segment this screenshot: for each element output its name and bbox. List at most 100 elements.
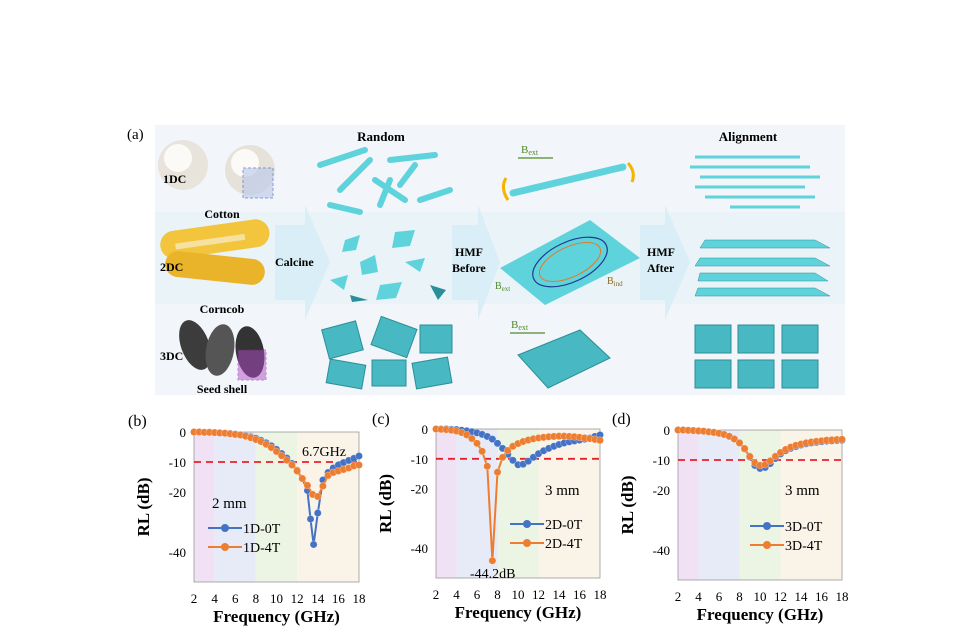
data-point-3D-4T (745, 452, 754, 461)
aligned-rods-1d (690, 155, 820, 209)
x-tick-label: 10 (512, 587, 525, 602)
y-tick-label: 0 (180, 425, 187, 440)
y-tick-label: -40 (653, 543, 670, 558)
data-point-1D-4T (293, 467, 302, 475)
induced-loop (538, 242, 602, 282)
x-tick-label: 14 (553, 587, 567, 602)
y-tick-label: -20 (169, 485, 186, 500)
b-ext-label-bottom: Bext (511, 319, 529, 332)
plot-frame (193, 431, 360, 583)
data-point-2D-0T (508, 456, 517, 465)
aligned-blocks-3d (694, 324, 819, 389)
data-point-1D-0T (355, 452, 363, 460)
x-tick-label: 8 (494, 587, 501, 602)
random-blocks-3d (321, 315, 453, 390)
x-tick-label: 6 (474, 587, 481, 602)
row1-name: Cotton (204, 207, 240, 221)
data-point-2D-4T (467, 434, 476, 443)
y-tick-label: 0 (422, 422, 429, 437)
x-tick-label: 14 (311, 591, 325, 606)
corncob-image (160, 219, 270, 285)
x-tick-label: 12 (532, 587, 545, 602)
rotation-arrow-icon (626, 162, 635, 183)
data-point-1D-0T (313, 509, 322, 517)
single-flake (500, 220, 640, 305)
thickness-label: 3 mm (785, 483, 820, 499)
data-point-2D-4T (462, 431, 471, 439)
single-rod (509, 163, 627, 197)
data-point-3D-4T (766, 456, 775, 465)
frequency-band (436, 429, 457, 578)
hmf-before-label-1: HMF (455, 245, 483, 259)
y-tick-label: -40 (169, 545, 186, 560)
random-flakes-2d (330, 230, 446, 302)
data-point-1D-4T (262, 440, 271, 449)
panel-label: (c) (372, 411, 390, 428)
thickness-label: 2 mm (212, 496, 247, 512)
seed-shell-image (179, 320, 267, 381)
data-point-3D-4T (740, 444, 749, 453)
x-tick-label: 4 (211, 591, 218, 606)
x-tick-label: 4 (695, 589, 702, 604)
frequency-band (780, 430, 842, 580)
legend-marker (221, 543, 229, 551)
x-tick-label: 18 (594, 587, 607, 602)
data-point-2D-4T (473, 439, 481, 448)
annotation-label: 6.7GHz (302, 445, 346, 460)
annotation-label: -44.2dB (470, 567, 516, 582)
legend-label: 1D-0T (243, 522, 281, 537)
cotton-image (158, 140, 275, 199)
x-tick-label: 12 (291, 591, 304, 606)
frequency-band (678, 430, 699, 580)
x-tick-label: 16 (332, 591, 346, 606)
rotation-arrow-icon (501, 177, 510, 201)
x-tick-label: 16 (815, 589, 829, 604)
calcine-arrow (275, 205, 330, 320)
x-axis-label: Frequency (GHz) (213, 607, 340, 626)
x-tick-label: 8 (253, 591, 260, 606)
x-axis-label: Frequency (GHz) (455, 603, 582, 622)
data-point-2D-4T (488, 556, 497, 565)
b-ext-label-mid: Bext (495, 281, 510, 293)
data-point-1D-0T (306, 515, 315, 523)
x-tick-label: 8 (736, 589, 743, 604)
plot-frame (677, 429, 843, 581)
aligned-flakes-2d (694, 239, 831, 297)
eddy-current-loop (532, 236, 608, 288)
data-point-3D-4T (735, 438, 744, 447)
y-tick-label: 0 (664, 423, 671, 438)
hmf-after-arrow (640, 205, 690, 320)
data-point-3D-4T (838, 435, 846, 444)
y-tick-label: -10 (411, 452, 428, 467)
data-point-2D-4T (483, 462, 492, 471)
data-point-3D-4T (771, 452, 780, 461)
data-point-2D-4T (478, 447, 487, 456)
data-point-2D-0T (524, 457, 533, 466)
frequency-band (538, 429, 600, 578)
panel-label: (b) (128, 413, 147, 430)
data-point-2D-0T (493, 439, 502, 448)
legend-marker (221, 524, 229, 532)
legend-label: 3D-0T (785, 520, 823, 535)
data-point-1D-0T (309, 540, 318, 549)
x-tick-label: 6 (232, 591, 239, 606)
legend-label: 2D-0T (545, 518, 583, 533)
y-tick-label: -10 (653, 453, 670, 468)
x-tick-label: 10 (270, 591, 283, 606)
hmf-before-arrow (452, 205, 500, 320)
data-point-1D-4T (267, 443, 276, 452)
y-tick-label: -20 (653, 483, 670, 498)
panel-a-label: (a) (127, 127, 144, 143)
data-point-1D-4T (277, 451, 286, 460)
legend-marker (763, 541, 771, 549)
calcine-label: Calcine (275, 255, 314, 269)
data-point-2D-4T (503, 446, 512, 455)
data-point-1D-4T (313, 492, 322, 501)
hmf-after-label-1: HMF (647, 245, 675, 259)
single-block (517, 329, 611, 389)
frequency-band (456, 429, 498, 578)
y-tick-label: -20 (411, 482, 428, 497)
